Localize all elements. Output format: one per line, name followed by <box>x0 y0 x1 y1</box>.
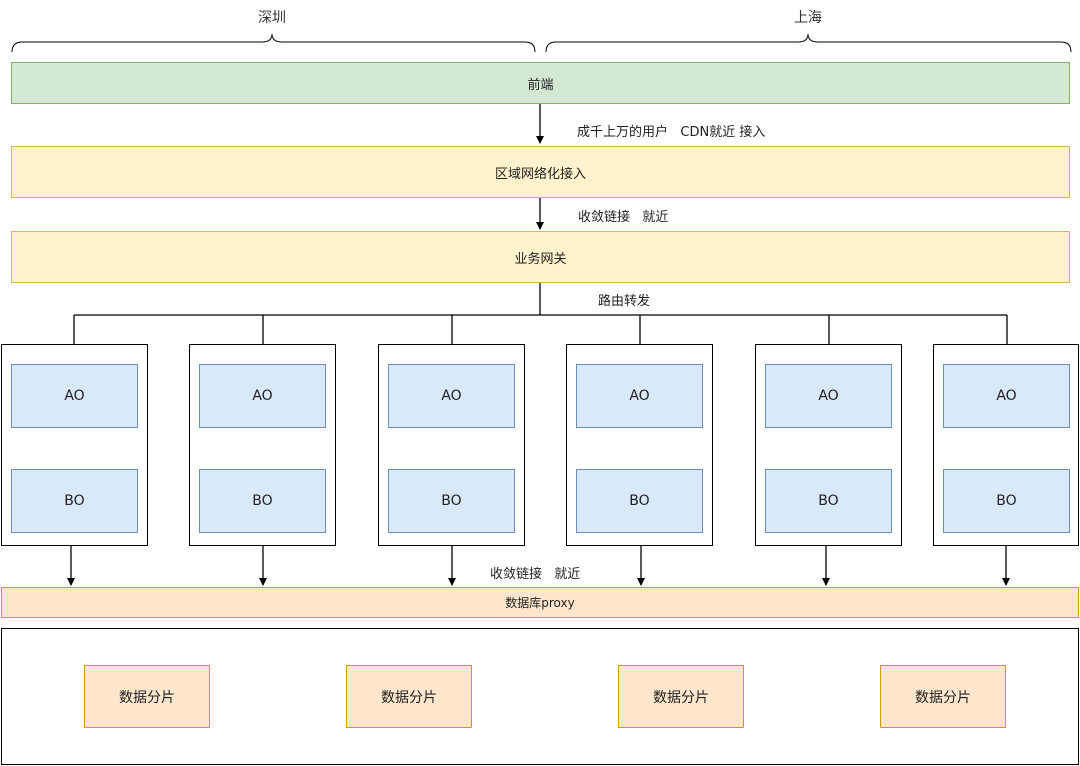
ao-node: AO <box>11 364 138 428</box>
business-gateway-label: 业务网关 <box>514 251 567 267</box>
frontend-label: 前端 <box>527 77 554 93</box>
regional-access-tier: 区域网络化接入 <box>11 146 1070 198</box>
ao-node: AO <box>943 364 1070 428</box>
data-shard: 数据分片 <box>346 665 472 728</box>
business-gateway-tier: 业务网关 <box>11 231 1070 283</box>
edge-label-route-forward: 路由转发 <box>598 294 651 309</box>
ao-node: AO <box>388 364 515 428</box>
ao-node: AO <box>765 364 892 428</box>
bo-node: BO <box>765 469 892 533</box>
edge-label-converge-access: 收敛链接 就近 <box>578 210 669 225</box>
region-label-shenzhen: 深圳 <box>258 10 286 26</box>
data-shard: 数据分片 <box>84 665 210 728</box>
frontend-tier: 前端 <box>11 62 1070 104</box>
ao-node: AO <box>576 364 703 428</box>
bo-node: BO <box>576 469 703 533</box>
bo-node: BO <box>943 469 1070 533</box>
shanghai-brace <box>545 33 1072 53</box>
database-proxy-label: 数据库proxy <box>505 596 575 610</box>
edge-label-converge-proxy: 收敛链接 就近 <box>490 567 581 582</box>
data-shard: 数据分片 <box>880 665 1006 728</box>
bo-node: BO <box>11 469 138 533</box>
bo-node: BO <box>388 469 515 533</box>
regional-access-label: 区域网络化接入 <box>494 166 586 182</box>
region-label-shanghai: 上海 <box>794 10 822 26</box>
bo-node: BO <box>199 469 326 533</box>
edge-label-cdn-access: 成千上万的用户 CDN就近 接入 <box>577 125 766 140</box>
shenzhen-brace <box>11 33 536 53</box>
data-shard: 数据分片 <box>618 665 744 728</box>
ao-node: AO <box>199 364 326 428</box>
database-proxy-tier: 数据库proxy <box>1 587 1079 618</box>
